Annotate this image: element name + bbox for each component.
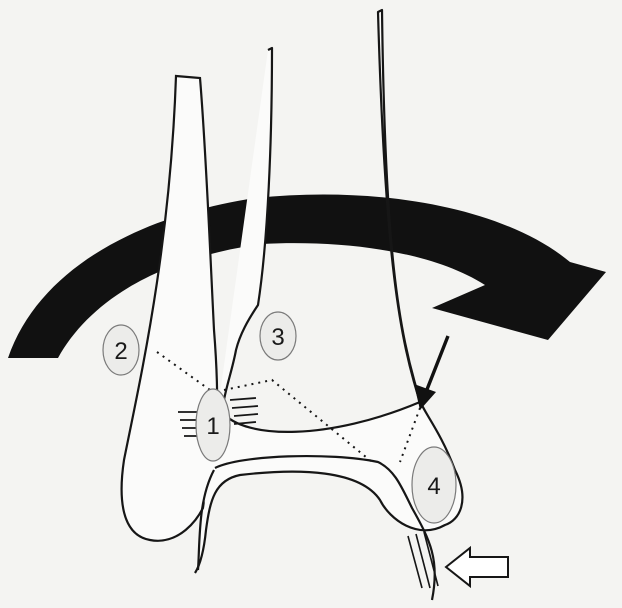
hollow-pressure-arrow: [446, 548, 508, 586]
label-4: 4: [412, 447, 456, 523]
label-2-text: 2: [114, 338, 127, 365]
label-4-text: 4: [427, 473, 440, 500]
solid-pointer-arrow: [414, 336, 448, 410]
label-1: 1: [196, 389, 230, 461]
label-2: 2: [103, 325, 139, 375]
label-1-text: 1: [206, 413, 219, 440]
label-3-text: 3: [271, 324, 284, 351]
label-3: 3: [260, 312, 296, 360]
curved-rotation-arrow: [8, 194, 606, 358]
fibula-bone: [122, 76, 218, 541]
